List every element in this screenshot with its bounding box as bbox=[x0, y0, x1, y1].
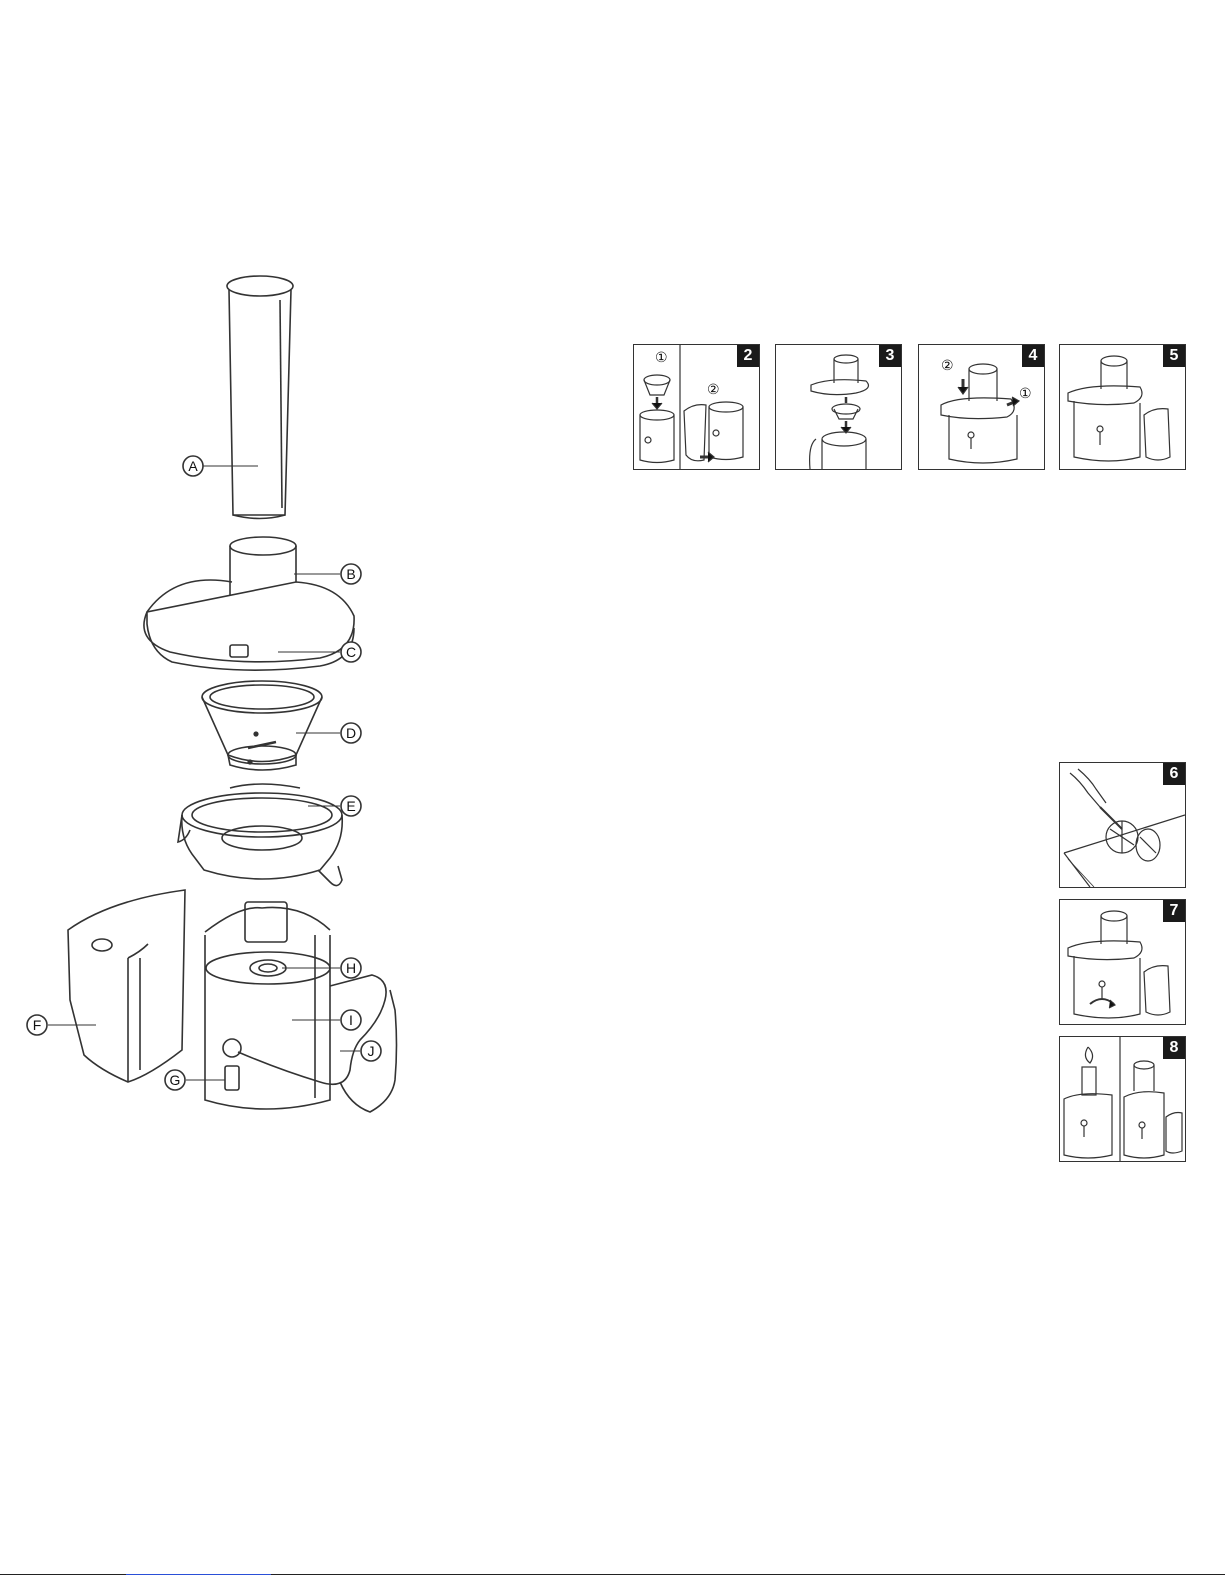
juice-chamber-illustration bbox=[178, 784, 342, 886]
lid-illustration bbox=[144, 537, 354, 670]
svg-text:G: G bbox=[170, 1072, 181, 1088]
svg-text:A: A bbox=[188, 458, 198, 474]
part-label-g: G bbox=[165, 1070, 185, 1090]
svg-text:E: E bbox=[346, 798, 355, 814]
step-8-number: 8 bbox=[1163, 1037, 1185, 1059]
part-label-b: B bbox=[341, 564, 361, 584]
part-label-i: I bbox=[341, 1010, 361, 1030]
step-8-panel: 8 bbox=[1059, 1036, 1186, 1162]
step-6-number: 6 bbox=[1163, 763, 1185, 785]
step-3-number: 3 bbox=[879, 345, 901, 367]
step-2-marker-1: ① bbox=[655, 349, 668, 366]
footer-hyperlink-underline[interactable] bbox=[126, 1574, 271, 1575]
food-pusher-illustration bbox=[227, 276, 293, 519]
step-3-panel: 3 bbox=[775, 344, 902, 470]
step-4-panel: ② ① 4 bbox=[918, 344, 1045, 470]
part-label-e: E bbox=[341, 796, 361, 816]
part-label-h: H bbox=[341, 958, 361, 978]
svg-text:F: F bbox=[33, 1017, 42, 1033]
motor-base-illustration bbox=[205, 902, 397, 1112]
part-label-d: D bbox=[341, 723, 361, 743]
part-label-f: F bbox=[27, 1015, 47, 1035]
step-6-panel: 6 bbox=[1059, 762, 1186, 888]
step-2-marker-2: ② bbox=[707, 381, 720, 398]
exploded-parts-diagram: A B C D E F G H I J bbox=[0, 0, 600, 1585]
svg-text:D: D bbox=[346, 725, 356, 741]
part-label-a: A bbox=[183, 456, 203, 476]
step-4-marker-1: ② bbox=[941, 357, 954, 374]
step-4-marker-2: ① bbox=[1019, 385, 1032, 402]
step-5-panel: 5 bbox=[1059, 344, 1186, 470]
part-label-c: C bbox=[341, 642, 361, 662]
filter-basket-illustration bbox=[202, 681, 322, 770]
svg-text:I: I bbox=[349, 1012, 353, 1028]
svg-text:H: H bbox=[346, 960, 356, 976]
svg-text:J: J bbox=[368, 1043, 375, 1059]
step-7-number: 7 bbox=[1163, 900, 1185, 922]
step-7-panel: 7 bbox=[1059, 899, 1186, 1025]
step-2-panel: ① ② 2 bbox=[633, 344, 760, 470]
step-2-number: 2 bbox=[737, 345, 759, 367]
step-4-number: 4 bbox=[1022, 345, 1044, 367]
svg-text:C: C bbox=[346, 644, 356, 660]
svg-text:B: B bbox=[346, 566, 355, 582]
step-5-number: 5 bbox=[1163, 345, 1185, 367]
part-label-j: J bbox=[361, 1041, 381, 1061]
pulp-container-illustration bbox=[68, 890, 185, 1082]
